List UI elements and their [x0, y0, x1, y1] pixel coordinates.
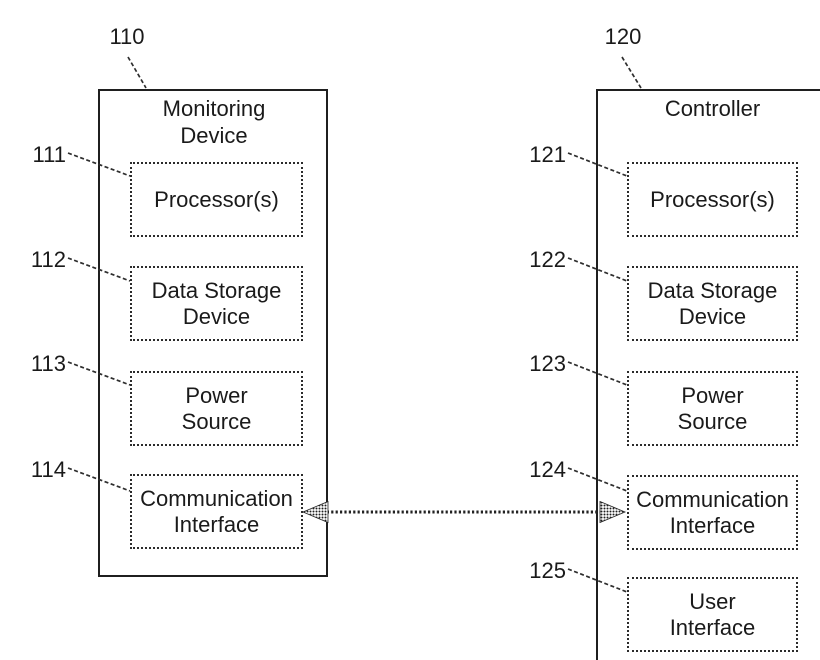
component-label: Communication Interface [140, 485, 293, 537]
leader-line-110 [127, 56, 147, 89]
ref-label-111: 111 [32, 142, 66, 167]
ref-label-124: 124 [529, 457, 566, 482]
component-label: Processor(s) [650, 186, 775, 212]
component-label: Data Storage Device [151, 277, 282, 329]
component-box-communication-interface-right: Communication Interface [627, 475, 798, 550]
component-box-processors-right: Processor(s) [627, 162, 798, 237]
ref-label-121: 121 [529, 142, 566, 167]
ref-label-113: 113 [30, 351, 66, 376]
component-label: User Interface [669, 588, 756, 640]
component-label: Power Source [181, 382, 252, 434]
ref-label-120: 120 [604, 24, 642, 49]
component-label: Processor(s) [154, 186, 279, 212]
component-box-processors-left: Processor(s) [130, 162, 303, 237]
ref-label-112: 112 [30, 247, 66, 272]
ref-label-110: 110 [109, 24, 145, 49]
leader-line-120 [621, 56, 642, 89]
controller-title: Controller [664, 96, 761, 121]
component-label: Data Storage Device [647, 277, 778, 329]
component-box-power-source-left: Power Source [130, 371, 303, 446]
component-box-communication-interface-left: Communication Interface [130, 474, 303, 549]
component-box-user-interface-right: User Interface [627, 577, 798, 652]
monitoring-device-box [98, 89, 328, 577]
ref-label-125: 125 [529, 558, 566, 583]
ref-label-122: 122 [529, 247, 566, 272]
ref-label-114: 114 [30, 457, 66, 482]
component-box-data-storage-left: Data Storage Device [130, 266, 303, 341]
bidirectional-arrow [301, 500, 627, 524]
component-label: Power Source [677, 382, 748, 434]
component-box-power-source-right: Power Source [627, 371, 798, 446]
ref-label-123: 123 [529, 351, 566, 376]
monitoring-device-title: Monitoring Device [162, 96, 266, 148]
component-label: Communication Interface [636, 486, 789, 538]
component-box-data-storage-right: Data Storage Device [627, 266, 798, 341]
